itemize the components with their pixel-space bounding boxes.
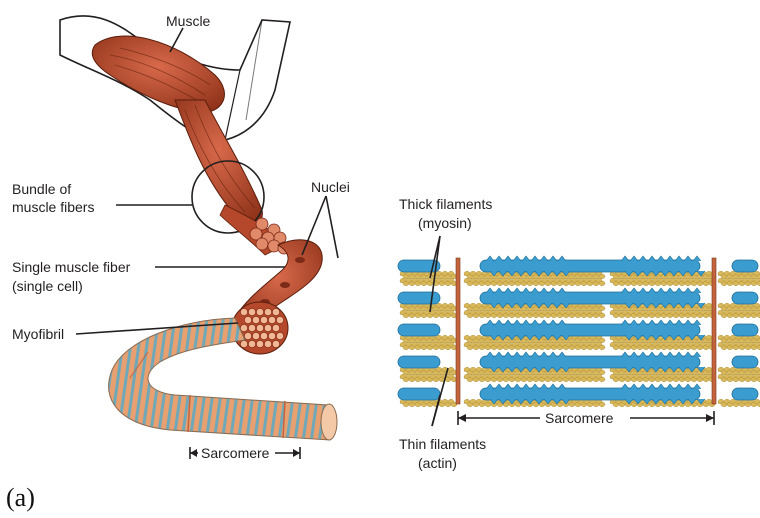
label-muscle: Muscle <box>166 13 211 29</box>
myofibril-end <box>244 316 251 323</box>
thin-filament-actin <box>400 335 457 342</box>
thin-filament-actin <box>610 342 715 349</box>
thin-filament-actin <box>718 271 760 278</box>
myofibril-end <box>256 308 263 315</box>
thin-filament-actin <box>718 367 760 374</box>
thin-filament-actin <box>718 278 760 285</box>
myofibril-end <box>248 324 255 331</box>
thin-filament-actin <box>400 303 457 310</box>
myofibril-end <box>321 404 337 440</box>
myofibril-end <box>244 332 251 339</box>
thin-filament-actin <box>610 310 715 317</box>
thick-filament-myosin <box>398 292 440 304</box>
thin-filament-actin <box>718 335 760 342</box>
thin-filament-actin <box>464 342 605 349</box>
myofibril-end <box>264 308 271 315</box>
thin-filament-actin <box>464 271 605 278</box>
myofibril-end <box>256 324 263 331</box>
thin-filament-actin <box>464 278 605 285</box>
thin-filament-actin <box>464 374 605 381</box>
label-thin-line2: (actin) <box>418 455 457 471</box>
label-sarcomere-right: Sarcomere <box>545 410 614 426</box>
label-thin-line1: Thin filaments <box>399 436 486 452</box>
label-bundle-line2: muscle fibers <box>12 199 94 215</box>
label-sarcomere-left: Sarcomere <box>201 445 270 461</box>
thick-filament-myosin <box>398 388 440 400</box>
thin-filament-actin <box>610 278 715 285</box>
myofibril-ends <box>240 308 283 347</box>
thin-filament-actin <box>718 310 760 317</box>
label-thick-line2: (myosin) <box>418 215 472 231</box>
thin-filament-actin <box>464 399 605 406</box>
myofibril-end <box>268 332 275 339</box>
myofibril-end <box>272 324 279 331</box>
z-line <box>456 258 460 404</box>
thick-filament-myosin <box>732 356 758 368</box>
thick-filament-myosin <box>732 260 758 272</box>
nucleus <box>295 257 305 263</box>
thick-filament-myosin <box>732 324 758 336</box>
label-single-fiber-line2: (single cell) <box>12 278 83 294</box>
thick-filament-myosin <box>398 356 440 368</box>
myofibril-tube <box>109 318 337 440</box>
myofibril-end <box>268 316 275 323</box>
myofibril-end <box>248 340 255 347</box>
figure-caption: (a) <box>6 483 35 512</box>
myofibril-end <box>252 332 259 339</box>
fiber-end <box>256 238 268 250</box>
thin-filament-actin <box>464 310 605 317</box>
myofibril-end <box>240 340 247 347</box>
label-thick-line1: Thick filaments <box>399 196 492 212</box>
thin-filament-actin <box>718 342 760 349</box>
myofibril-end <box>272 340 279 347</box>
myofibril-end <box>276 332 283 339</box>
thin-filament-actin <box>718 399 760 406</box>
thin-filament-actin <box>400 271 457 278</box>
myofibril-end <box>272 308 279 315</box>
thin-filament-actin <box>464 367 605 374</box>
myofibril-end <box>276 316 283 323</box>
thin-filament-actin <box>610 374 715 381</box>
myofibril-end <box>240 324 247 331</box>
thin-filament-actin <box>464 303 605 310</box>
thick-filament-myosin <box>732 388 758 400</box>
thin-filament-actin <box>400 399 457 406</box>
single-muscle-fiber <box>232 240 322 354</box>
z-line <box>712 258 716 404</box>
sarcomere-diagram <box>398 256 760 407</box>
label-nuclei: Nuclei <box>311 179 350 195</box>
thin-filament-actin <box>400 278 457 285</box>
label-bundle-line1: Bundle of <box>12 181 71 197</box>
myofibril-end <box>252 316 259 323</box>
nuclei-leader <box>326 196 338 258</box>
muscle-leader <box>170 28 183 52</box>
myofibril-end <box>264 324 271 331</box>
thin-filament-actin <box>400 342 457 349</box>
myofibril-end <box>256 340 263 347</box>
thin-filament-actin <box>400 310 457 317</box>
label-myofibril: Myofibril <box>12 326 64 342</box>
myofibril-end <box>248 308 255 315</box>
thin-filament-actin <box>464 335 605 342</box>
label-single-fiber-line1: Single muscle fiber <box>12 259 131 275</box>
thick-filament-myosin <box>398 324 440 336</box>
myofibril-end <box>240 308 247 315</box>
thick-filament-myosin <box>732 292 758 304</box>
myofibril-end <box>260 332 267 339</box>
nucleus <box>280 282 290 288</box>
thin-filament-actin <box>718 303 760 310</box>
thin-filament-actin <box>718 374 760 381</box>
myofibril-end <box>260 316 267 323</box>
myofibril-end <box>264 340 271 347</box>
thin-filament-actin <box>400 374 457 381</box>
